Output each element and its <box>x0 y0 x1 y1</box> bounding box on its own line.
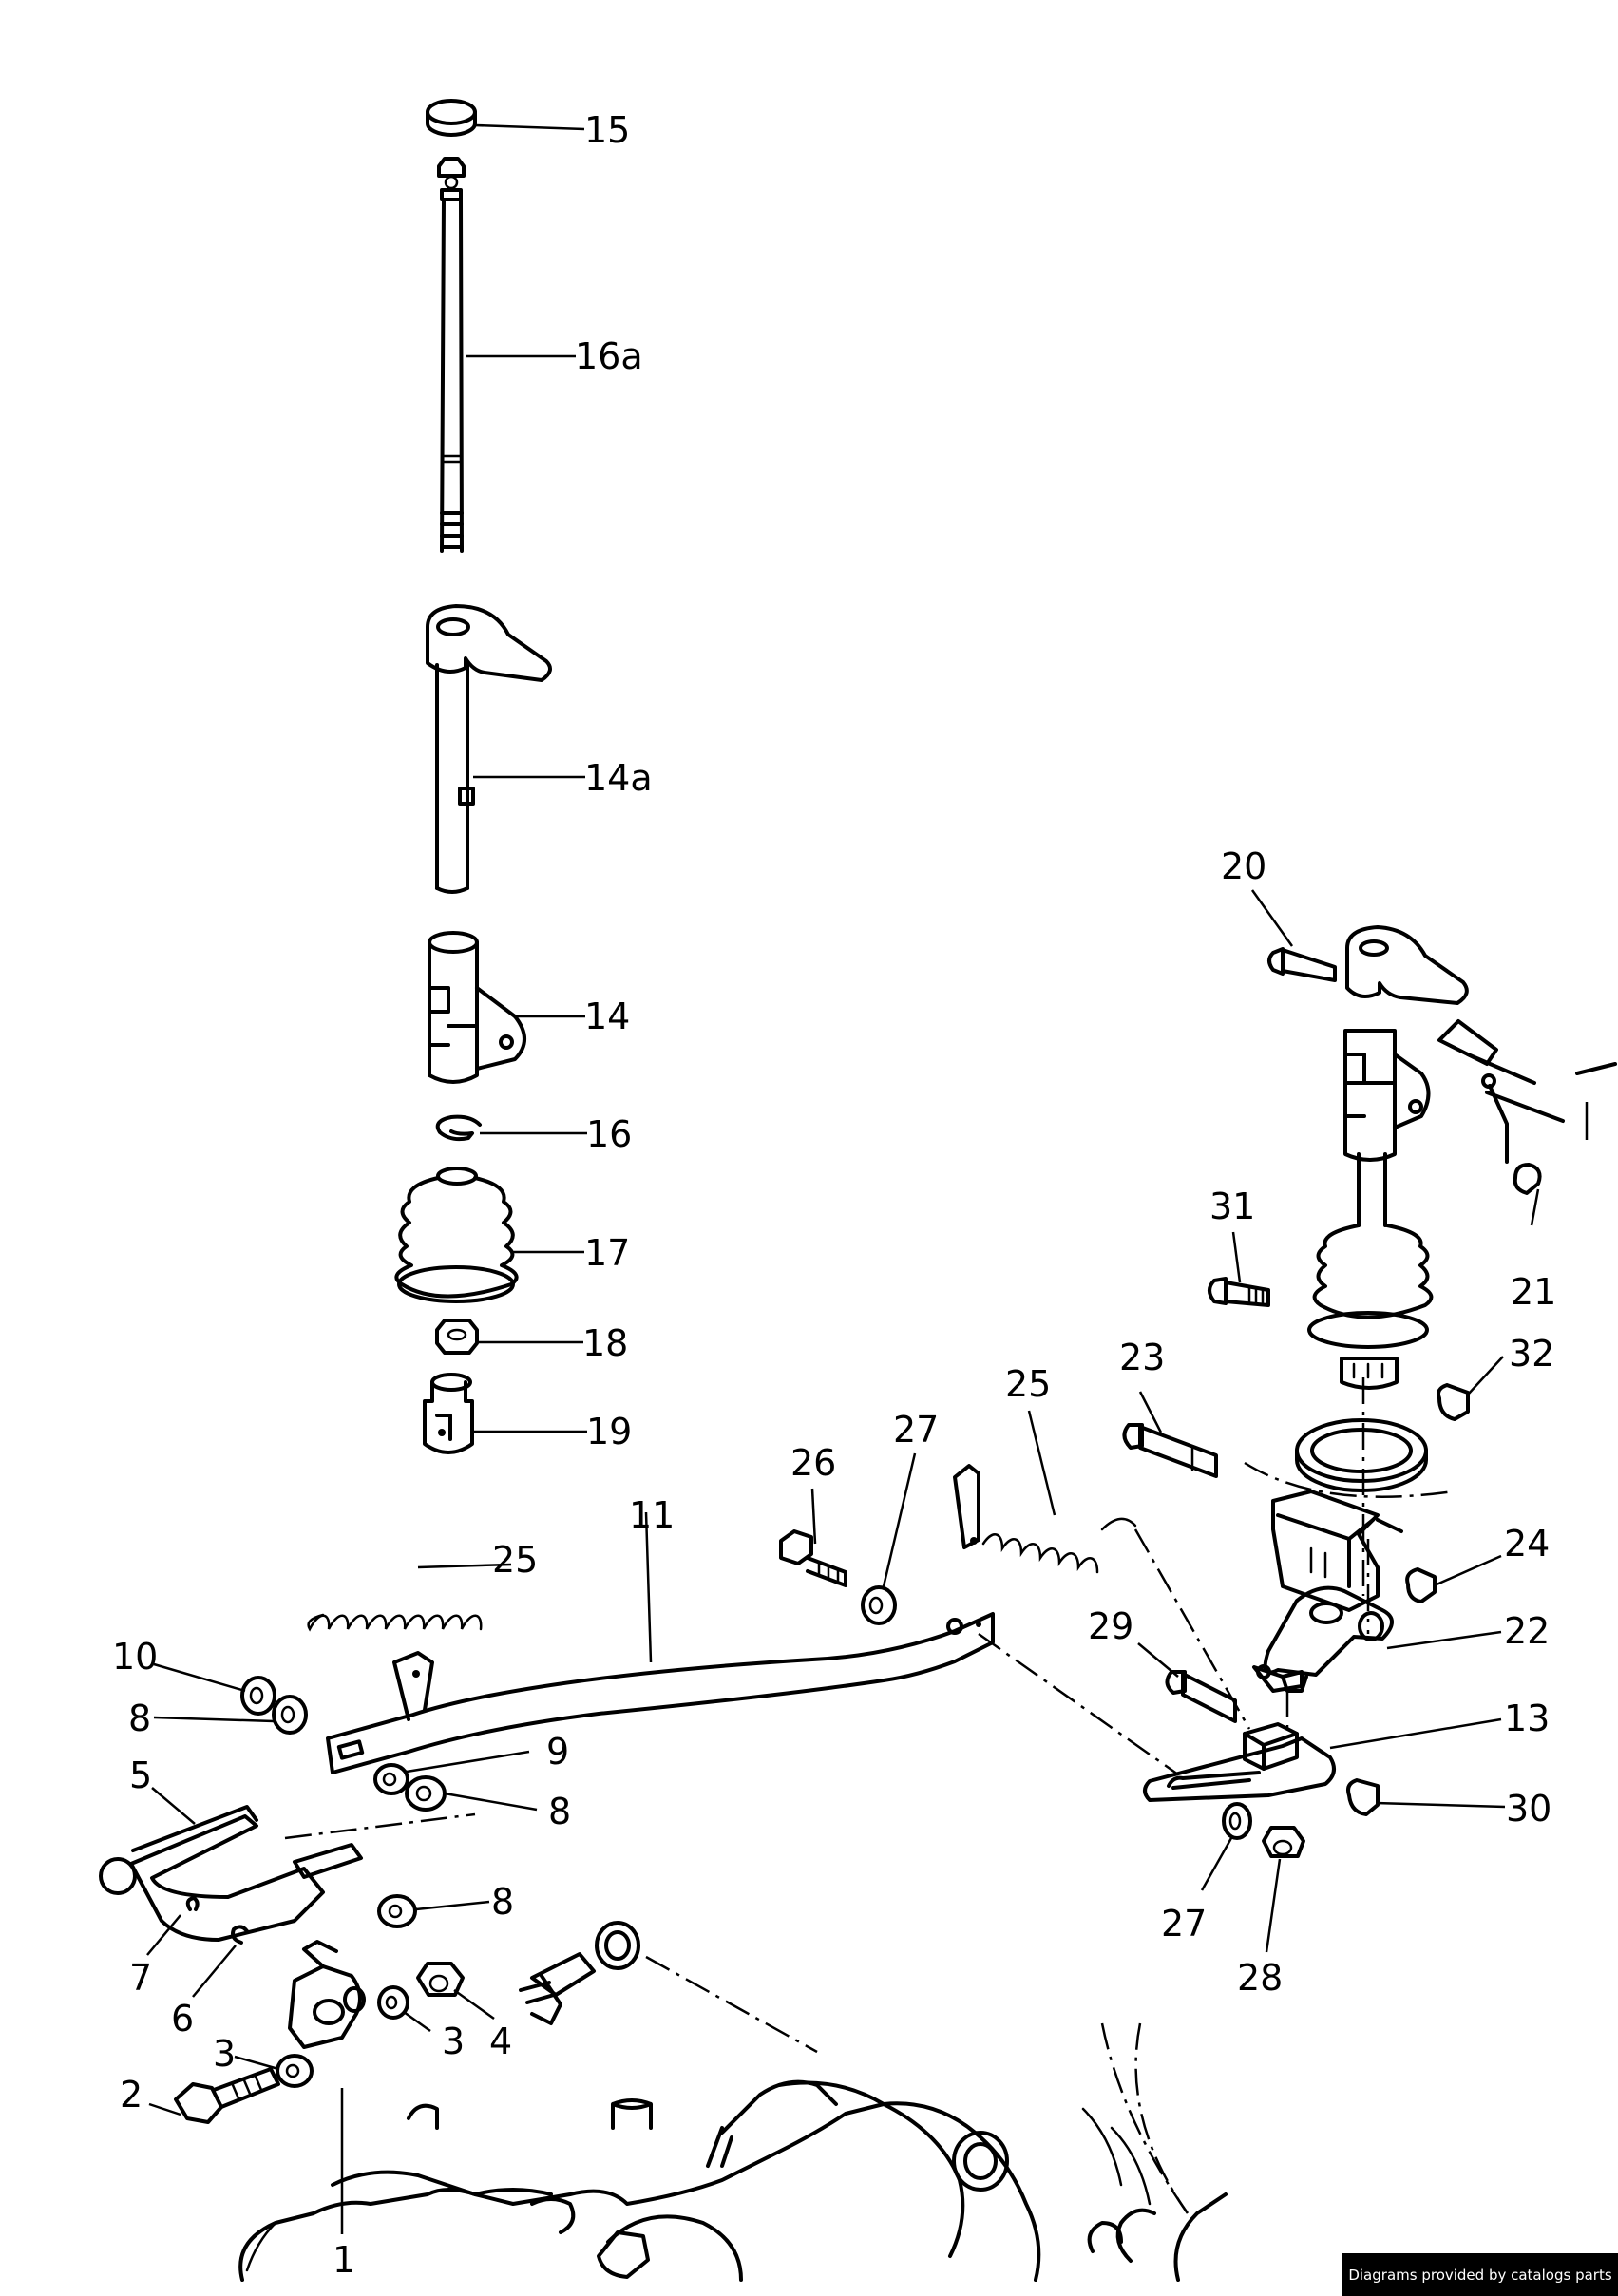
callout-27b: 27 <box>1161 1903 1207 1945</box>
callout-28: 28 <box>1237 1957 1283 1999</box>
part-boot-right <box>1307 1224 1434 1390</box>
callout-22: 22 <box>1504 1610 1550 1652</box>
part-8b-washer <box>405 1775 447 1812</box>
callout-25a: 25 <box>492 1539 538 1581</box>
part-bracket-right <box>1437 1019 1617 1164</box>
callout-24: 24 <box>1504 1523 1550 1565</box>
callout-2: 2 <box>120 2074 143 2116</box>
callout-labels: 15 16a 14a 14 16 17 18 19 20 21 31 32 23… <box>112 109 1556 2281</box>
part-19-clevis <box>423 1373 474 1454</box>
part-27a-washer <box>861 1585 897 1625</box>
callout-32: 32 <box>1509 1333 1554 1375</box>
callout-3b: 3 <box>442 2021 465 2062</box>
callout-11: 11 <box>629 1494 675 1536</box>
part-21-clip <box>1513 1163 1542 1195</box>
part-25a-spring <box>307 1613 483 1632</box>
part-3a-washer <box>276 2054 314 2088</box>
part-guide-block <box>1244 1461 1455 1612</box>
callout-3a: 3 <box>213 2033 236 2075</box>
callout-5: 5 <box>129 1755 152 1796</box>
callout-6: 6 <box>171 1998 194 2040</box>
callout-20: 20 <box>1221 845 1266 887</box>
callout-13: 13 <box>1504 1698 1550 1739</box>
part-ball-joint <box>519 1921 818 2054</box>
part-14a-shift-finger <box>426 604 552 894</box>
part-6-clip <box>231 1925 249 1945</box>
part-15-cap <box>426 99 477 137</box>
callout-14: 14 <box>584 996 630 1037</box>
part-23-bolt <box>1122 1423 1218 1478</box>
part-2-bolt <box>174 2067 280 2124</box>
part-seal-ring <box>1295 1418 1428 1492</box>
part-28-nut <box>1262 1826 1305 1858</box>
part-gearbox-housing <box>238 2022 1228 2282</box>
part-18-nut <box>435 1319 479 1355</box>
part-8a-washer <box>272 1695 308 1735</box>
credit-text: Diagrams provided by catalogs parts <box>1348 2266 1612 2284</box>
callout-30: 30 <box>1506 1788 1551 1830</box>
callout-15: 15 <box>584 109 630 151</box>
part-25b-spring <box>953 1464 1137 1574</box>
part-8c-washer <box>377 1894 417 1928</box>
callout-23: 23 <box>1119 1337 1165 1378</box>
callout-10: 10 <box>112 1636 158 1678</box>
callout-8c: 8 <box>491 1881 514 1923</box>
credit-banner: Diagrams provided by catalogs parts <box>1342 2253 1618 2296</box>
callout-19: 19 <box>586 1411 632 1452</box>
part-22-lever <box>1252 1377 1394 1693</box>
part-30-clip <box>1346 1778 1380 1816</box>
part-1-bracket <box>288 1940 366 2049</box>
part-17-boot <box>394 1167 519 1303</box>
part-4-nut <box>416 1962 465 1997</box>
part-16-clip <box>435 1114 482 1142</box>
callout-26: 26 <box>790 1442 836 1484</box>
part-10-washer <box>240 1676 276 1716</box>
callout-9: 9 <box>546 1731 569 1773</box>
part-24-clip <box>1405 1567 1437 1603</box>
part-26-bolt <box>779 1529 847 1587</box>
callout-25b: 25 <box>1005 1363 1051 1405</box>
part-20-bolt <box>1267 947 1337 982</box>
callout-4: 4 <box>489 2021 512 2062</box>
centerline-rod-to-slider <box>978 1632 1179 1776</box>
callout-1: 1 <box>333 2239 355 2281</box>
part-29-bolt <box>1165 1670 1237 1723</box>
callout-7: 7 <box>129 1957 152 1999</box>
centerline-spring-to-slider <box>1133 1528 1251 1730</box>
part-27b-washer <box>1222 1802 1252 1840</box>
callout-8a: 8 <box>128 1698 151 1739</box>
part-9-washer <box>373 1763 409 1795</box>
leader-lines <box>146 123 1540 2234</box>
callout-29: 29 <box>1088 1605 1133 1647</box>
part-31-bolt <box>1208 1277 1270 1307</box>
part-5-lever <box>99 1805 476 1942</box>
part-shift-finger-right <box>1343 925 1469 1227</box>
callout-16a: 16a <box>575 335 643 377</box>
part-14-coupling <box>428 931 526 1084</box>
part-3b-washer <box>377 1985 409 2020</box>
part-13-slider <box>1143 1722 1336 1802</box>
callout-14a: 14a <box>584 757 653 799</box>
callout-27a: 27 <box>893 1409 939 1451</box>
callout-21: 21 <box>1511 1271 1556 1313</box>
part-16a-bolt <box>437 157 466 553</box>
callout-8b: 8 <box>548 1791 571 1832</box>
callout-31: 31 <box>1209 1186 1255 1227</box>
part-7-pin <box>185 1896 200 1911</box>
callout-16: 16 <box>586 1113 632 1155</box>
part-11-rod <box>326 1612 995 1774</box>
part-32-clip <box>1437 1383 1470 1421</box>
callout-18: 18 <box>582 1322 628 1364</box>
callout-17: 17 <box>584 1232 630 1274</box>
